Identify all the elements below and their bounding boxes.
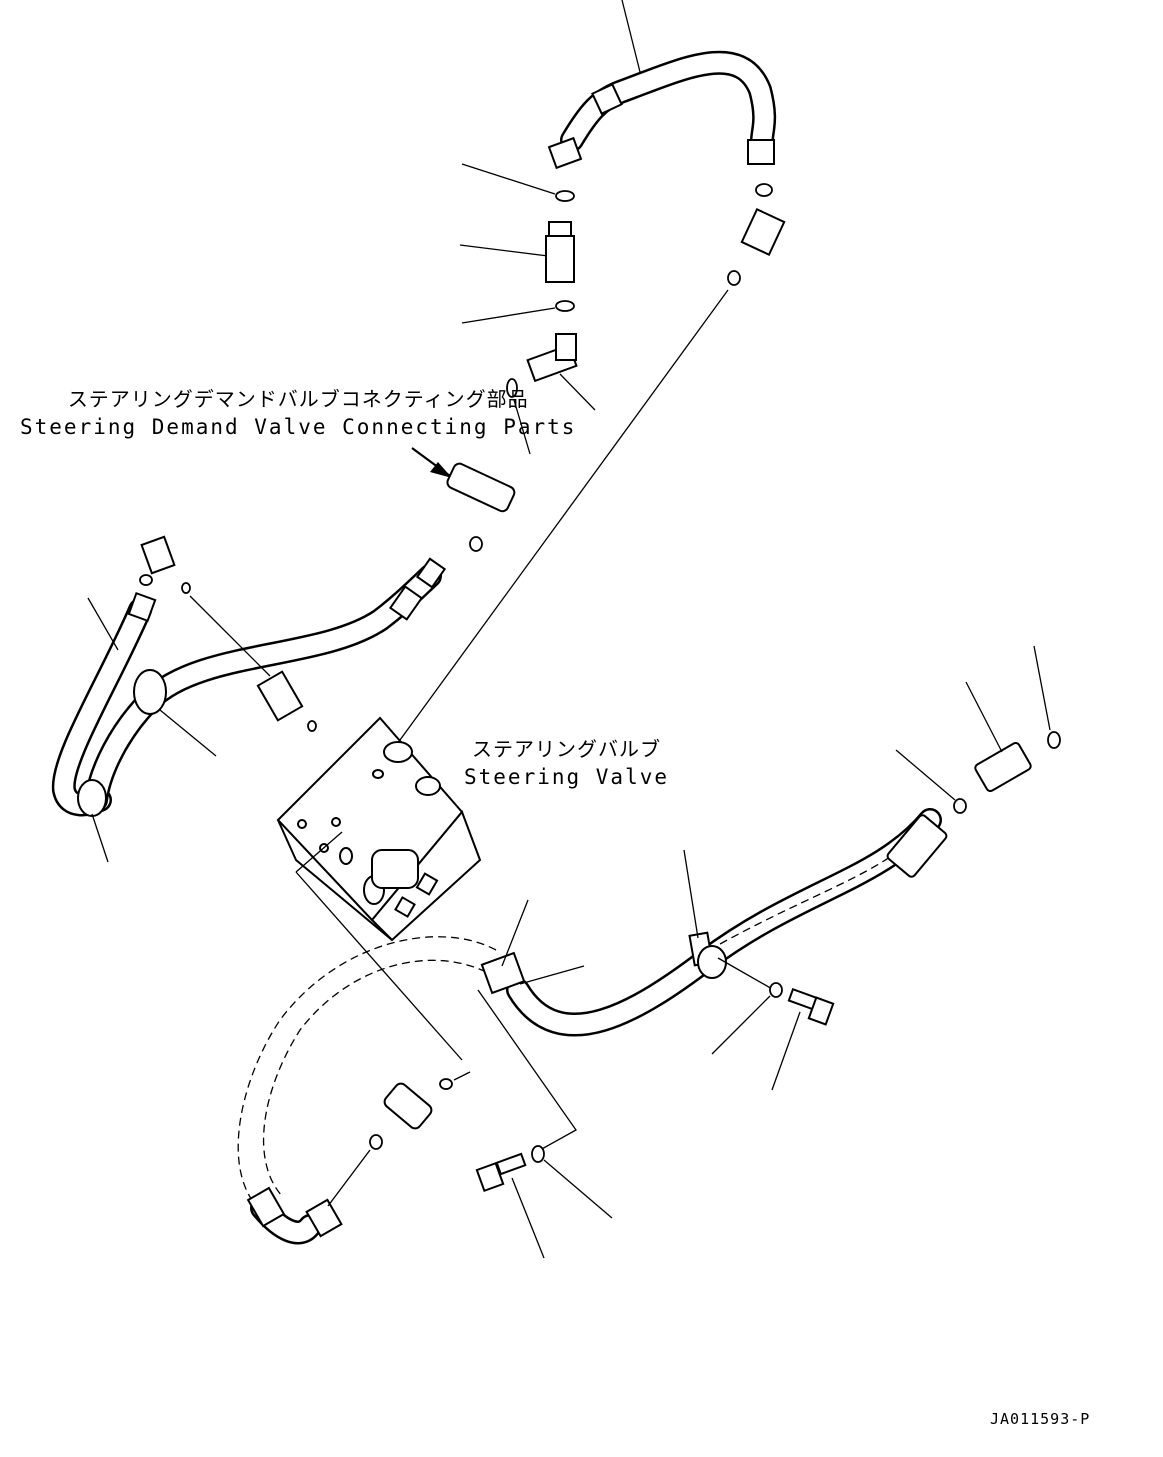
lower-hose-bottom [246, 1186, 343, 1245]
oring-6 [469, 536, 483, 552]
leader-clamp-2 [91, 813, 109, 863]
oring-9 [307, 720, 317, 732]
oring-4 [755, 183, 773, 197]
oring-5 [727, 270, 741, 286]
leader-oring-3 [513, 399, 531, 455]
oring-1 [555, 190, 575, 202]
oring-8 [181, 582, 191, 594]
leader-oring-1 [461, 163, 556, 195]
leader-valve-side [295, 831, 343, 873]
leader-clamp-5 [683, 849, 699, 939]
leader-oring-13 [327, 1149, 371, 1207]
label-steering-demand-valve: ステアリングデマンドバルブコネクティング部品 Steering Demand V… [20, 385, 576, 441]
top-hose [547, 50, 777, 170]
leader-clamp-1 [159, 709, 217, 757]
label-steering-valve-jp: ステアリングバルブ [472, 737, 661, 761]
leader-to-valve-left [189, 595, 271, 677]
oring-13 [369, 1134, 383, 1150]
leader-clamp-to-washer [717, 957, 775, 991]
arrowhead-demand-valve [430, 462, 452, 478]
leader-elbow [559, 373, 596, 411]
leader-bolt-right [771, 1011, 801, 1091]
leader-oring-11 [1033, 645, 1051, 731]
oring-12 [439, 1078, 453, 1090]
bolt-bottom [475, 1152, 527, 1193]
adapter-right [740, 208, 786, 256]
leader-washer-bottom [543, 1159, 613, 1219]
steering-valve-block [276, 716, 482, 942]
leader-clamp-3 [501, 899, 529, 967]
lower-hose-right [506, 808, 948, 1037]
elbow-fitting [526, 333, 578, 383]
adapter-end-right [974, 741, 1032, 793]
oring-11 [1047, 731, 1061, 749]
leader-long-diagonal [399, 289, 729, 741]
washer-right [769, 982, 783, 998]
oring-7 [139, 574, 153, 586]
oring-3 [506, 378, 518, 398]
nipple-mid [256, 670, 304, 722]
leader-top-hose [621, 0, 641, 73]
oring-10 [953, 798, 967, 814]
demand-valve-parts [446, 462, 516, 513]
leader-adapter [459, 244, 549, 257]
nipple-left [140, 535, 176, 575]
lower-hose-dashed [237, 936, 497, 1211]
bolt-right [787, 987, 835, 1026]
leader-elbow-lower [453, 1071, 471, 1081]
leader-adapter-end [965, 681, 1003, 753]
leader-left-hose [87, 597, 119, 651]
leader-valve-bottom [295, 871, 463, 1061]
leader-clamp-4 [519, 965, 585, 985]
label-steering-demand-valve-en: Steering Demand Valve Connecting Parts [20, 415, 577, 439]
label-steering-valve: ステアリングバルブ Steering Valve [464, 735, 669, 791]
label-steering-valve-en: Steering Valve [464, 765, 670, 789]
drawing-id: JA011593-P [990, 1410, 1091, 1428]
washer-bottom [531, 1145, 545, 1163]
leader-bolt-bottom [511, 1177, 545, 1259]
leader-clamp-bolt [477, 989, 577, 1151]
leader-oring-2 [461, 307, 556, 324]
elbow-lower [383, 1082, 433, 1130]
clamp-2 [688, 931, 727, 979]
clamp-1 [480, 951, 526, 995]
leader-washer-right [711, 995, 771, 1055]
middle-hose [138, 557, 447, 712]
oring-2 [555, 300, 575, 312]
adapter-fitting [545, 221, 575, 283]
left-hose [51, 591, 167, 817]
label-steering-demand-valve-jp: ステアリングデマンドバルブコネクティング部品 [67, 387, 529, 411]
leader-oring-10 [895, 749, 956, 801]
